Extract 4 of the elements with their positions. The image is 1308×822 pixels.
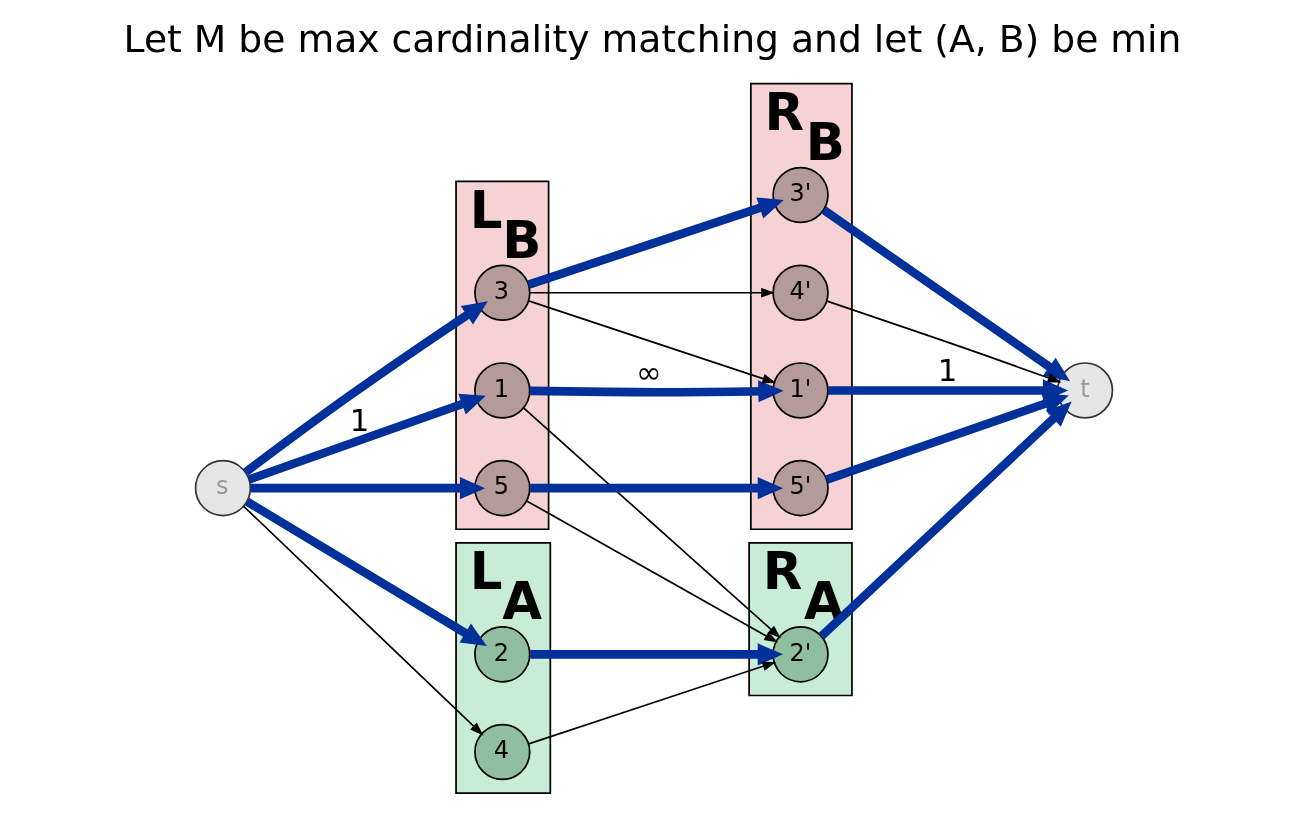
edge-label: 1 (937, 351, 958, 388)
diagram-title: Let M be max cardinality matching and let (A, B) be min (123, 17, 1182, 62)
edge-label: 1 (349, 401, 370, 438)
edge-label: ∞ (636, 353, 662, 390)
